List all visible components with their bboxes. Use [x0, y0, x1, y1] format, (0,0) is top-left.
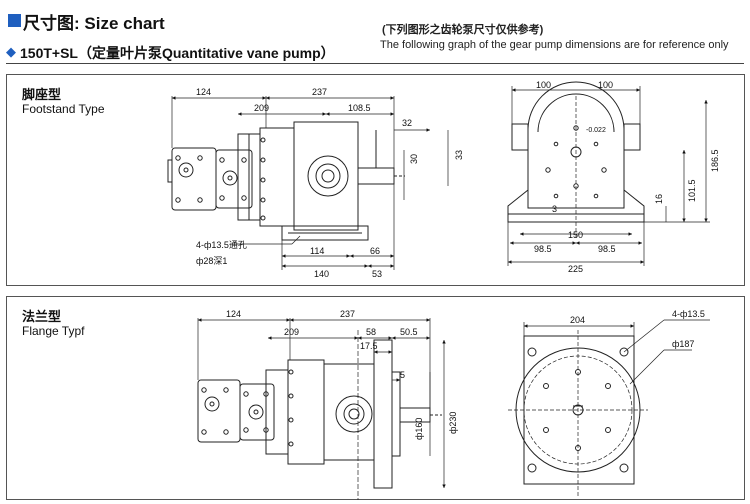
dim-tolerance: -0.022: [586, 127, 606, 134]
flange-end-labels: 204 4-ф13.5 ф187: [570, 309, 705, 349]
dim-53: 53: [372, 269, 382, 279]
reference-note-cn: (下列图形之齿轮泵尺寸仅供参考): [382, 24, 544, 36]
page-title: 尺寸图: Size chart: [23, 14, 165, 33]
flange-title-en: Flange Typf: [22, 324, 85, 338]
dim-140: 140: [314, 269, 329, 279]
footstand-title-cn: 脚座型: [22, 87, 62, 102]
dim-204: 204: [570, 315, 585, 325]
footstand-end-dimensions: [507, 86, 710, 266]
dim-98-5-left: 98.5: [534, 244, 552, 254]
dim-237: 237: [340, 309, 355, 319]
dim-32: 32: [402, 118, 412, 128]
dim-98-5-right: 98.5: [598, 244, 616, 254]
flange-panel: [6, 296, 745, 500]
footstand-side-view: [167, 121, 405, 241]
dim-160: ф160: [414, 418, 424, 440]
dim-187: ф187: [672, 339, 694, 349]
dim-58: 58: [366, 327, 376, 337]
reference-note-en: The following graph of the gear pump dim…: [380, 39, 729, 51]
model-marker: ◆: [6, 44, 16, 59]
dim-209: 209: [254, 103, 269, 113]
dim-66: 66: [370, 246, 380, 256]
title-marker: [8, 14, 21, 27]
dim-33: 33: [454, 150, 464, 160]
dim-5: 5: [400, 370, 405, 380]
footstand-side-dimensions: [171, 96, 449, 270]
footstand-end-view: [507, 81, 645, 240]
dim-100-left: 100: [536, 80, 551, 90]
dim-3: 3: [552, 204, 557, 214]
flange-side-labels: 124 237 209 58 50.5 17.5 5 ф160 ф230: [226, 309, 458, 440]
footstand-side-labels: 124 237 209 108.5 32 30 33 4-ф13.5通孔 ф28…: [196, 87, 464, 279]
dim-mount-holes: 4-ф13.5通孔: [196, 240, 247, 250]
dim-100-right: 100: [598, 80, 613, 90]
dim-30: 30: [409, 154, 419, 164]
dim-101-5: 101.5: [687, 179, 697, 202]
dim-124: 124: [226, 309, 241, 319]
flange-end-dimensions: [523, 319, 710, 385]
dim-16: 16: [654, 194, 664, 204]
dim-50-5: 50.5: [400, 327, 418, 337]
dim-230: ф230: [448, 412, 458, 434]
dim-124: 124: [196, 87, 211, 97]
flange-side-view: [197, 339, 442, 489]
dim-237: 237: [312, 87, 327, 97]
header-divider: [6, 63, 744, 64]
footstand-end-labels: 100 100 186.5 101.5 16 3 150 98.5 98.5 2…: [534, 80, 720, 274]
dim-209: 209: [284, 327, 299, 337]
footstand-panel: [6, 74, 745, 286]
dim-holes: 4-ф13.5: [672, 309, 705, 319]
dim-186-5: 186.5: [710, 149, 720, 172]
dim-depth: ф28深1: [196, 256, 227, 266]
dim-114: 114: [310, 246, 324, 256]
dim-225: 225: [568, 264, 583, 274]
dim-150: 150: [568, 230, 583, 240]
footstand-title-en: Footstand Type: [22, 102, 105, 116]
flange-side-dimensions: [197, 318, 446, 500]
model-title: 150T+SL（定量叶片泵Quantitative vane pump）: [20, 45, 335, 61]
dim-17-5: 17.5: [360, 341, 378, 351]
flange-title-cn: 法兰型: [22, 309, 62, 324]
flange-end-view: [508, 330, 648, 496]
dim-108-5: 108.5: [348, 103, 371, 113]
